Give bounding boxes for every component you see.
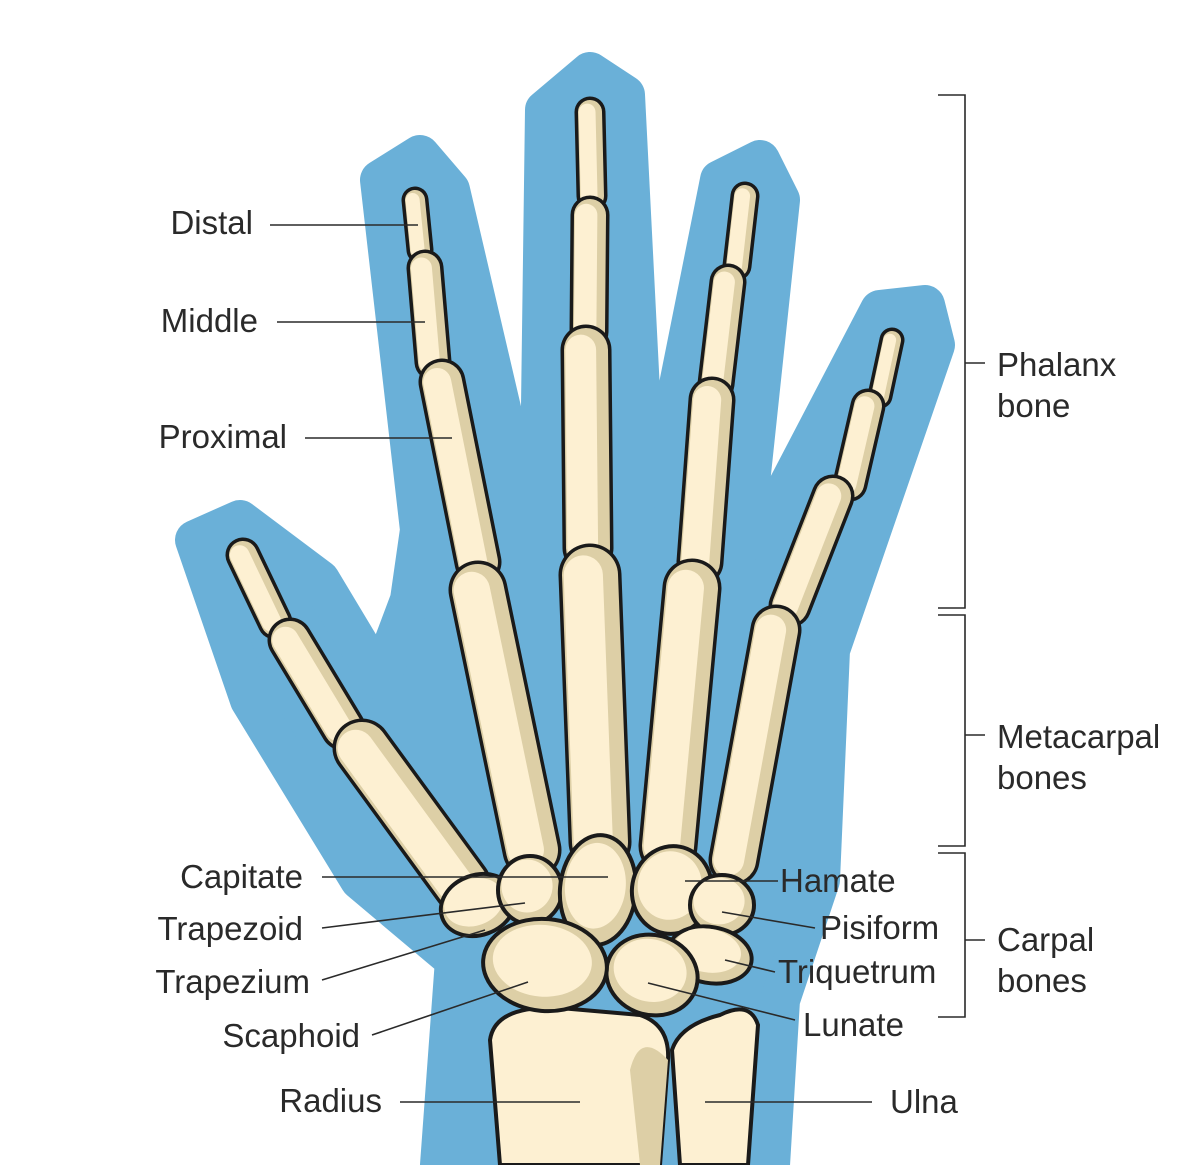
label-hamate: Hamate	[780, 862, 896, 899]
bone-little-middle	[832, 388, 886, 502]
bone-fill	[701, 271, 735, 395]
bone-fill	[836, 396, 875, 494]
bone-fill	[272, 626, 352, 742]
bone-fill	[773, 483, 842, 619]
bone-ring-proximal	[676, 376, 736, 586]
carpal-fill	[564, 842, 626, 929]
bone-middle-proximal	[560, 324, 614, 574]
bone-fill	[871, 333, 897, 403]
bracket-carpal	[938, 852, 985, 1018]
radius-shade	[630, 1047, 668, 1165]
bones	[225, 96, 905, 1165]
label-metacarpal-line2: bones	[997, 759, 1087, 796]
bone-middle-metacarpal	[558, 543, 632, 874]
leader-trapezium	[321, 929, 486, 981]
label-distal: Distal	[170, 204, 253, 241]
bone-fill	[337, 729, 474, 904]
label-carpal-line2: bones	[997, 962, 1087, 999]
label-phalanx-line2: bone	[997, 387, 1070, 424]
bone-fill	[423, 368, 488, 576]
bone-lunate	[604, 932, 700, 1018]
leader-triquetrum	[724, 959, 776, 973]
bone-fill	[681, 386, 722, 576]
carpal-fill	[693, 877, 745, 925]
label-metacarpal-line1: Metacarpal	[997, 718, 1160, 755]
bracket-metacarpal	[938, 614, 985, 847]
carpal-fill	[492, 924, 592, 997]
bone-fill	[563, 555, 613, 862]
label-scaphoid: Scaphoid	[222, 1017, 360, 1054]
labels: Distal Middle Proximal Capitate Trapezoi…	[155, 204, 1160, 1120]
label-proximal: Proximal	[159, 418, 287, 455]
bone-fill	[726, 188, 751, 274]
label-middle: Middle	[161, 302, 258, 339]
bone-fill	[578, 103, 598, 205]
bone-thumb-distal	[225, 537, 293, 640]
leader-lines	[270, 224, 872, 1103]
bone-ulna	[669, 1007, 761, 1165]
bone-fill	[713, 614, 787, 876]
bone-fill	[453, 571, 544, 869]
bone-index-middle	[406, 249, 452, 381]
leader-pisiform	[721, 911, 816, 929]
label-lunate: Lunate	[803, 1006, 904, 1043]
label-carpal-line1: Carpal	[997, 921, 1094, 958]
bone-fill	[573, 203, 598, 344]
brackets	[938, 94, 985, 1018]
leader-trapezoid	[321, 902, 526, 929]
bone-ring-middle	[697, 263, 747, 403]
bone-index-metacarpal	[448, 560, 562, 880]
carpal-fill	[613, 938, 687, 1002]
bone-middle-medial	[569, 195, 610, 352]
carpal-fill	[637, 851, 702, 920]
bone-fill	[229, 545, 282, 632]
leader-scaphoid	[371, 981, 529, 1036]
bone-trapezoid	[496, 854, 564, 926]
bone-thumb-metacarpal	[332, 718, 492, 915]
label-phalanx-line1: Phalanx	[997, 346, 1117, 383]
bone-little-distal	[867, 327, 905, 409]
bone-capitate	[557, 833, 639, 947]
bone-little-metacarpal	[708, 604, 802, 886]
bone-fill	[565, 334, 599, 564]
bone-pisiform	[688, 873, 756, 937]
label-pisiform: Pisiform	[820, 909, 939, 946]
bone-ring-distal	[722, 181, 760, 281]
label-trapezium: Trapezium	[155, 963, 310, 1000]
carpal-fill	[444, 877, 504, 927]
label-triquetrum: Triquetrum	[778, 953, 936, 990]
bone-middle-distal	[574, 96, 608, 212]
bracket-phalanx	[938, 94, 985, 609]
label-ulna: Ulna	[890, 1083, 959, 1120]
bone-index-proximal	[418, 358, 502, 586]
label-capitate: Capitate	[180, 858, 303, 895]
carpal-fill	[501, 859, 553, 913]
label-trapezoid: Trapezoid	[157, 910, 303, 947]
label-radius: Radius	[279, 1082, 382, 1119]
bone-scaphoid	[481, 916, 609, 1014]
bone-thumb-proximal	[267, 617, 366, 751]
bone-fill	[643, 569, 704, 865]
leader-lunate	[647, 982, 796, 1021]
bone-ring-metacarpal	[638, 558, 722, 876]
bone-fill	[410, 257, 440, 373]
bone-little-proximal	[768, 474, 855, 628]
